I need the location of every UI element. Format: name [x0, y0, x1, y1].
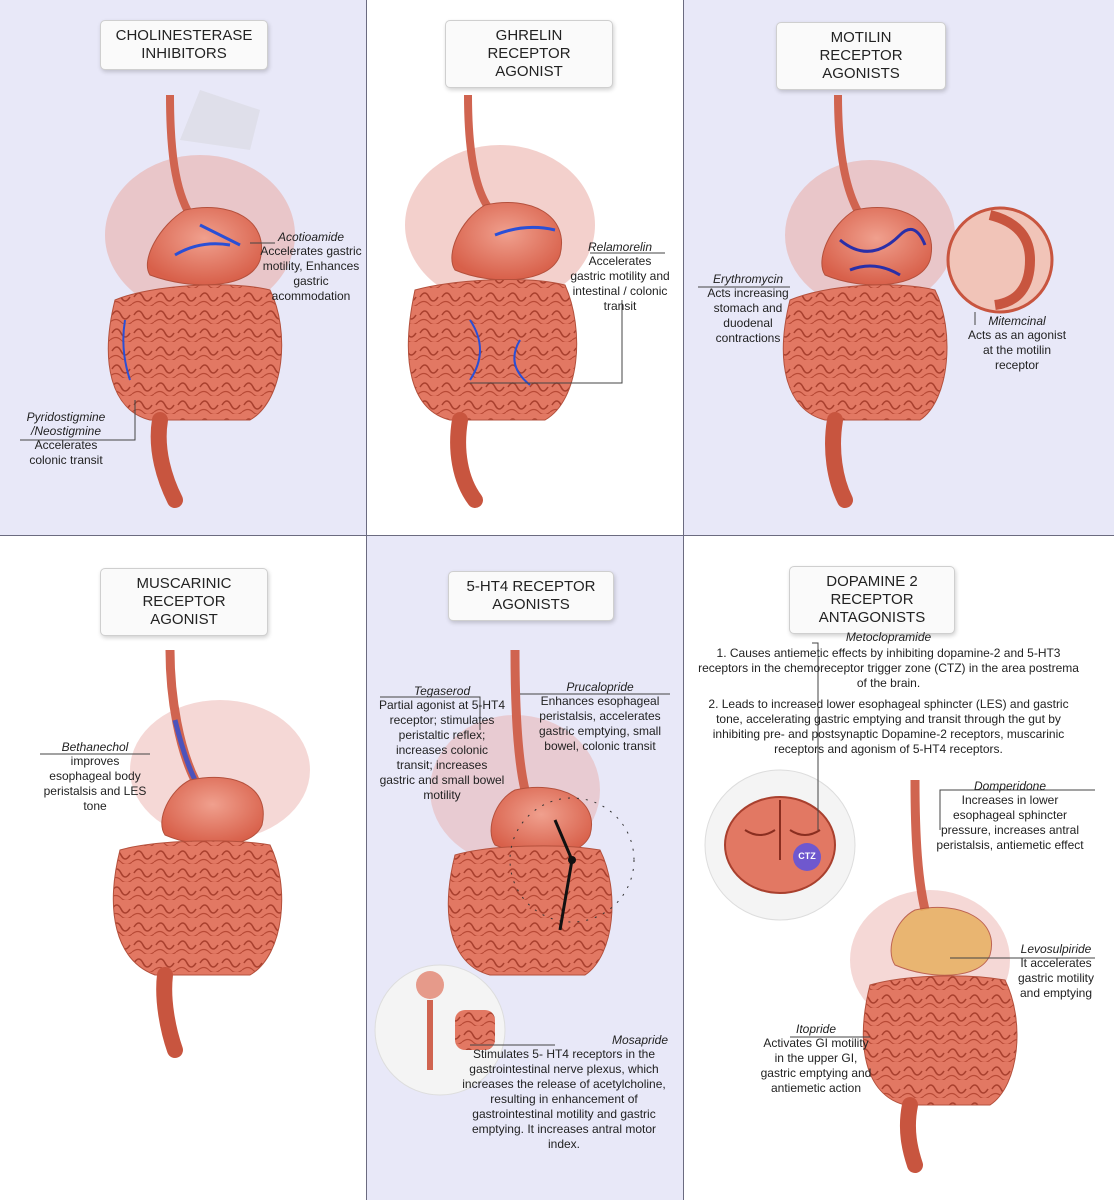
- annotation-itopride: Itopride Activates GI motility in the up…: [760, 1022, 872, 1096]
- drug-description: Increases in lower esophageal sphincter …: [936, 793, 1084, 852]
- drug-description: Enhances esophageal peristalsis, acceler…: [538, 694, 662, 753]
- drug-description: Accelerates colonic transit: [29, 438, 103, 467]
- gi-tract-ghrelin: [405, 94, 595, 508]
- annotation-mosapride: Mosapride Stimulates 5- HT4 receptors in…: [400, 1033, 668, 1152]
- drug-name: Metoclopramide: [845, 630, 932, 644]
- drug-name: Bethanechol: [61, 740, 129, 754]
- title-cholinesterase: CHOLINESTERASE INHIBITORS: [100, 20, 268, 70]
- drug-description: It accelerates gastric motility and empt…: [1017, 956, 1094, 1000]
- drug-description: improves esophageal body peristalsis and…: [43, 754, 147, 813]
- divider-vertical-2: [683, 0, 684, 1200]
- title-muscarinic: MUSCARINIC RECEPTOR AGONIST: [100, 568, 268, 636]
- annotation-domperidone: Domperidone Increases in lower esophagea…: [935, 779, 1085, 853]
- gi-tract-cholinesterase: [105, 90, 295, 508]
- title-dopamine: DOPAMINE 2 RECEPTOR ANTAGONISTS: [789, 566, 955, 634]
- drug-description: Acts as an agonist at the motilin recept…: [967, 328, 1067, 372]
- drug-name: Mosapride: [611, 1033, 668, 1047]
- annotation-mitemcinal: Mitemcinal Acts as an agonist at the mot…: [967, 314, 1067, 373]
- drug-description: Partial agonist at 5-HT4 receptor; stimu…: [378, 698, 506, 802]
- drug-description-1: 1. Causes antiemetic effects by inhibiti…: [698, 646, 1079, 690]
- drug-name: Acotioamide: [277, 230, 345, 244]
- drug-description-2: 2. Leads to increased lower esophageal s…: [708, 697, 1069, 756]
- annotation-pyridostigmine: Pyridostigmine /Neostigmine Accelerates …: [16, 410, 116, 468]
- divider-horizontal: [0, 535, 1114, 536]
- ctz-label: CTZ: [798, 851, 816, 861]
- annotation-relamorelin: Relamorelin Accelerates gastric motility…: [570, 240, 670, 314]
- drug-description: Accelerates gastric motility, Enhances g…: [260, 244, 362, 303]
- title-5ht4: 5-HT4 RECEPTOR AGONISTS: [448, 571, 614, 621]
- drug-name: Itopride: [795, 1022, 837, 1036]
- drug-description: Accelerates gastric motility and intesti…: [570, 254, 670, 313]
- drug-name: Pyridostigmine /Neostigmine: [26, 410, 106, 438]
- annotation-tegaserod: Tegaserod Partial agonist at 5-HT4 recep…: [378, 684, 506, 803]
- drug-name: Domperidone: [973, 779, 1047, 793]
- drug-name: Mitemcinal: [988, 314, 1046, 328]
- annotation-levosulpiride: Levosulpiride It accelerates gastric mot…: [1008, 942, 1104, 1001]
- title-ghrelin: GHRELIN RECEPTOR AGONIST: [445, 20, 613, 88]
- divider-vertical-1: [366, 0, 367, 1200]
- annotation-acotioamide: Acotioamide Accelerates gastric motility…: [256, 230, 366, 304]
- title-motilin: MOTILIN RECEPTOR AGONISTS: [776, 22, 946, 90]
- gi-tract-motilin: [782, 94, 1054, 508]
- drug-name: Prucalopride: [566, 680, 634, 694]
- leader-lines: [20, 242, 1095, 1046]
- gi-tract-muscarinic: [112, 649, 310, 1058]
- annotation-prucalopride: Prucalopride Enhances esophageal perista…: [530, 680, 670, 754]
- annotation-bethanechol: Bethanechol improves esophageal body per…: [40, 740, 150, 814]
- gi-tract-5ht4: [374, 649, 635, 1096]
- annotation-erythromycin: Erythromycin Acts increasing stomach and…: [698, 272, 798, 346]
- drug-name: Tegaserod: [413, 684, 471, 698]
- drug-description: Stimulates 5- HT4 receptors in the gastr…: [462, 1047, 666, 1151]
- drug-description: Acts increasing stomach and duodenal con…: [707, 286, 789, 345]
- drug-name: Relamorelin: [587, 240, 653, 254]
- drug-name: Erythromycin: [712, 272, 783, 286]
- drug-name: Levosulpiride: [1020, 942, 1092, 956]
- annotation-metoclopramide: Metoclopramide 1. Causes antiemetic effe…: [696, 630, 1081, 757]
- drug-description: Activates GI motility in the upper GI, g…: [760, 1036, 872, 1095]
